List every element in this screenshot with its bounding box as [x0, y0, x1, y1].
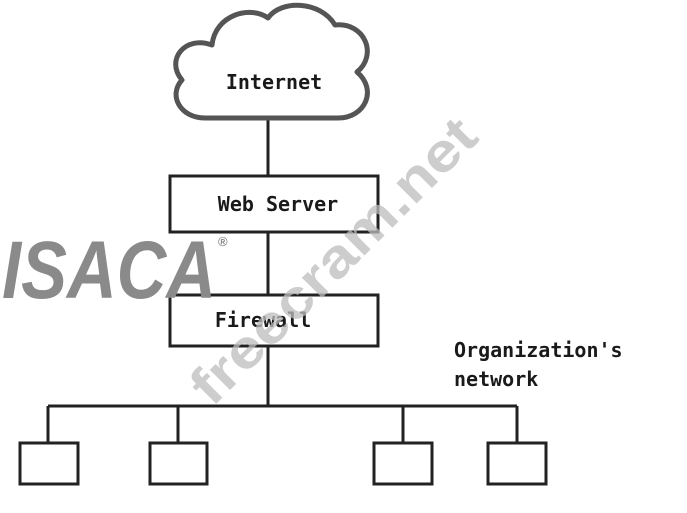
workstation-2: [148, 441, 209, 486]
isaca-logo: ISACA ®: [2, 225, 228, 316]
site-watermark-text: freecram.net: [178, 105, 489, 416]
connections: [46, 118, 519, 443]
web-server-box: [168, 174, 380, 234]
internet-cloud: Internet: [173, 2, 370, 121]
site-watermark: freecram.net: [178, 105, 489, 416]
internet-label: Internet: [226, 70, 322, 94]
network-label: Organization's network: [454, 338, 623, 391]
firewall-node: Firewall: [168, 293, 380, 348]
network-label-line1: Organization's: [454, 338, 623, 362]
isaca-logo-text: ISACA: [2, 225, 216, 316]
firewall-box: [168, 293, 380, 348]
network-label-line2: network: [454, 367, 538, 391]
workstation-3: [372, 441, 434, 486]
web-server-node: Web Server: [168, 174, 380, 234]
web-server-label: Web Server: [218, 192, 338, 216]
firewall-label: Firewall: [215, 308, 311, 332]
workstation-1: [18, 441, 80, 486]
workstations: [18, 441, 548, 486]
isaca-registered-mark: ®: [218, 234, 228, 249]
cloud-icon: [173, 2, 370, 121]
workstation-4: [486, 441, 548, 486]
